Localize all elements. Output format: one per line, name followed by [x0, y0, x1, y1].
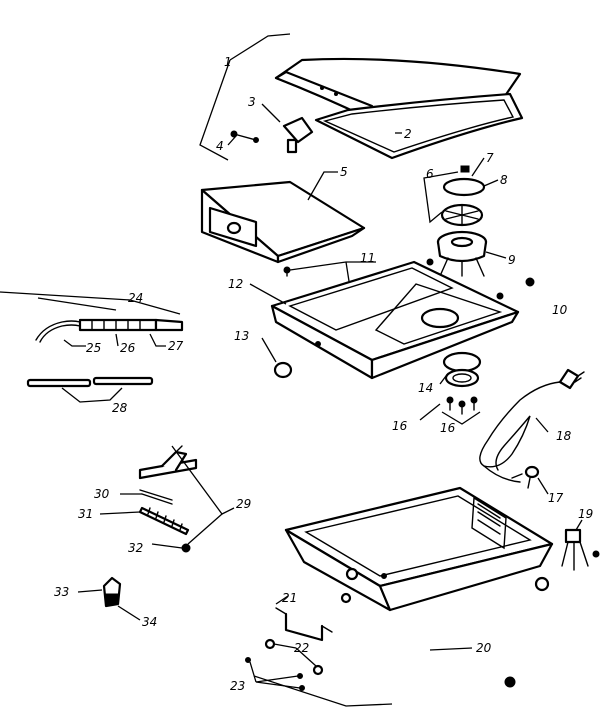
part-18-power-cord: [479, 368, 585, 483]
part-28-wands: [26, 376, 154, 388]
label-3: 3: [248, 95, 256, 109]
label-13: 13: [234, 329, 249, 343]
label-6: 6: [426, 167, 434, 181]
part-12-tray: [270, 258, 520, 380]
part-33-34-nozzle: [102, 576, 122, 608]
part-27-coupler: [154, 318, 184, 332]
label-22: 22: [294, 641, 309, 655]
label-25: 25: [86, 341, 101, 355]
label-16a: 16: [392, 419, 408, 433]
label-16b: 16: [440, 421, 456, 435]
part-6-9-motor-assembly: [436, 165, 488, 277]
label-9: 9: [508, 253, 516, 267]
label-1: 1: [224, 55, 232, 69]
part-31-brush: [138, 506, 190, 536]
label-18: 18: [556, 429, 572, 443]
part-21-bracket: [275, 607, 333, 642]
part-26-hose: [78, 318, 158, 332]
label-10: 10: [552, 303, 568, 317]
part-5-filter-box: [200, 180, 366, 264]
label-26: 26: [120, 341, 136, 355]
part-30-crevice-tool: [139, 489, 173, 505]
part-25-hose-curve: [35, 320, 81, 343]
part-19-caster: [561, 528, 600, 571]
label-11: 11: [360, 251, 375, 265]
part-29-floor-tool: [138, 445, 198, 480]
label-7: 7: [486, 151, 494, 165]
label-12: 12: [228, 277, 243, 291]
label-20: 20: [476, 641, 492, 655]
label-27: 27: [168, 339, 184, 353]
part-32-cap: [181, 543, 191, 553]
label-8: 8: [500, 173, 508, 187]
label-33: 33: [54, 585, 69, 599]
label-2: 2: [404, 127, 412, 141]
part-22-nuts: [264, 638, 324, 676]
label-17: 17: [548, 491, 564, 505]
label-31: 31: [78, 507, 93, 521]
label-24: 24: [128, 291, 143, 305]
label-29: 29: [236, 497, 251, 511]
part-3-latch: [282, 116, 314, 154]
label-30: 30: [94, 487, 110, 501]
label-28: 28: [112, 401, 128, 415]
label-5: 5: [340, 165, 348, 179]
part-10-fastener: [525, 277, 535, 287]
part-14-rings: [442, 351, 482, 388]
label-32: 32: [128, 541, 143, 555]
part-2-gasket: [314, 92, 524, 160]
part-20-base: [284, 486, 554, 688]
label-19: 19: [578, 507, 593, 521]
part-13-plug: [273, 361, 293, 379]
label-34: 34: [142, 615, 157, 629]
part-16-screws: [446, 396, 478, 415]
label-4: 4: [216, 139, 224, 153]
part-4-screws: [230, 130, 259, 143]
part-23-screws: [245, 657, 305, 691]
part-17-clip: [511, 465, 540, 489]
label-21: 21: [282, 591, 297, 605]
label-23: 23: [230, 679, 245, 693]
label-14: 14: [418, 381, 433, 395]
